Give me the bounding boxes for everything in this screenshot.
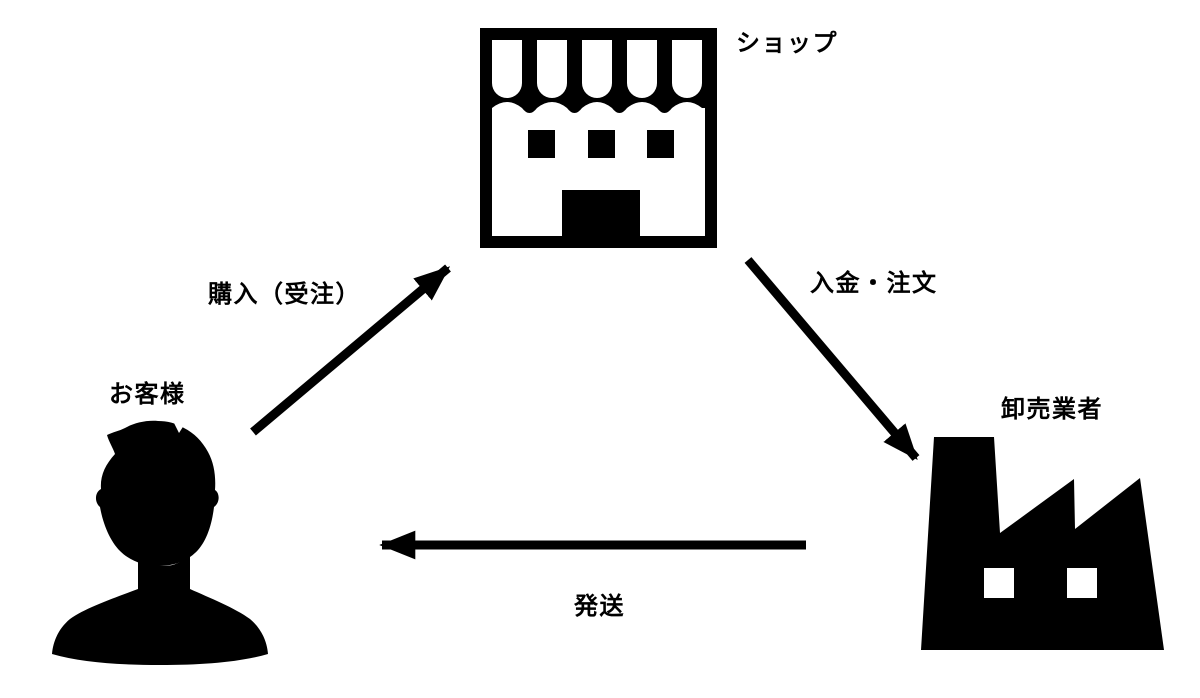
edge-label-payment-order: 入金・注文 (810, 270, 938, 297)
storefront-icon (480, 28, 717, 248)
arrow-payment-order (744, 257, 920, 461)
arrow-purchase (250, 264, 451, 436)
node-customer (50, 419, 270, 665)
factory-icon (921, 437, 1164, 650)
person-icon (52, 419, 268, 665)
node-shop (480, 28, 717, 248)
customer-label: お客様 (109, 381, 186, 408)
node-wholesaler (921, 437, 1164, 652)
edge-label-purchase: 購入（受注） (208, 281, 361, 308)
wholesaler-label: 卸売業者 (1001, 396, 1103, 423)
shop-label: ショップ (736, 30, 838, 57)
edge-label-shipping: 発送 (574, 593, 625, 620)
